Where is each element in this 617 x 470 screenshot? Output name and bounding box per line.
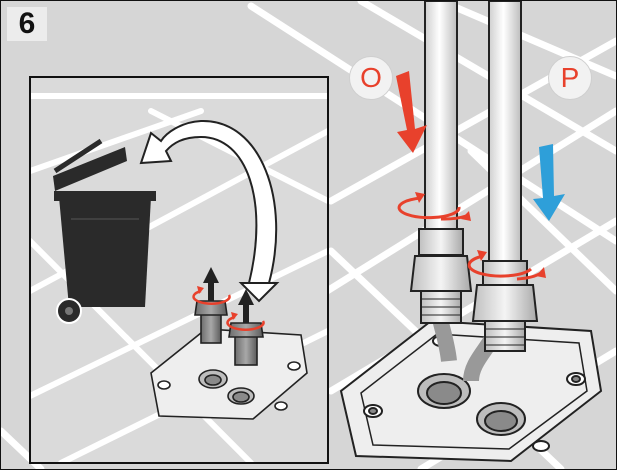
outlet-flow-down-arrow-icon xyxy=(396,71,427,153)
step-number-badge: 6 xyxy=(7,7,47,41)
outlet-label: O xyxy=(349,56,393,100)
rotate-arrow-icon-o xyxy=(397,192,471,221)
inset-panel xyxy=(29,76,329,464)
inset-flange-plate xyxy=(150,328,308,420)
rotate-arrow-icon-p xyxy=(467,250,546,281)
up-arrow-icon-left xyxy=(203,267,219,301)
inlet-label: P xyxy=(548,56,592,100)
up-arrow-icon-right xyxy=(238,289,254,323)
inset-rotate-arrow-icon-right xyxy=(226,312,265,331)
waste-bin-icon xyxy=(53,138,156,324)
inset-cap-right xyxy=(228,322,264,366)
floor-flange-plate xyxy=(339,319,603,463)
curved-arrow-icon xyxy=(139,119,280,303)
inset-rotate-arrow-icon-left xyxy=(192,286,231,305)
inlet-flow-down-arrow-icon xyxy=(533,144,565,221)
hose-o xyxy=(409,1,473,362)
inset-cap-left xyxy=(194,300,228,344)
